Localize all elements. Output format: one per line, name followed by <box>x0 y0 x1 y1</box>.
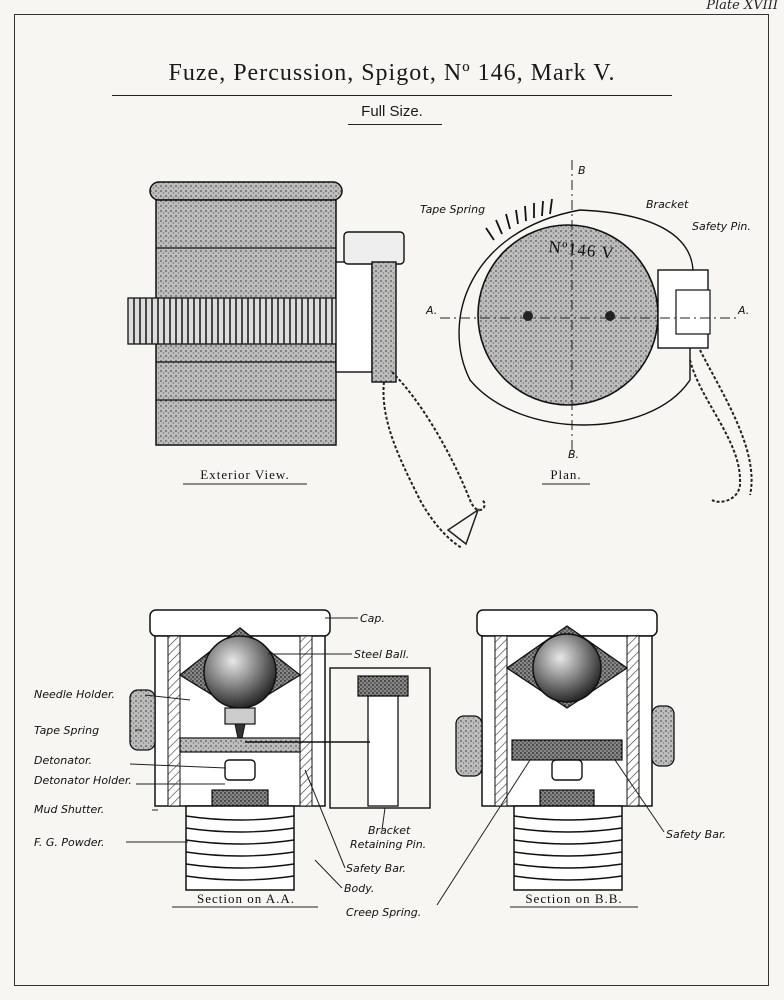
label-steel-ball: Steel Ball. <box>354 648 409 661</box>
plan-label-a-left: A. <box>425 304 437 317</box>
plan-label-safety-pin: Safety Pin. <box>692 220 751 233</box>
plan-outer-bracket <box>458 209 694 426</box>
section-aa-steel-ball <box>203 635 277 709</box>
label-detonator: Detonator. <box>34 754 92 767</box>
exterior-bracket <box>343 231 405 265</box>
plan-label-b-bottom: B. <box>568 448 579 461</box>
label-retaining-pin: Retaining Pin. <box>350 838 426 851</box>
exterior-view: Exterior View. <box>127 181 486 549</box>
plan-label-tape-spring: Tape Spring <box>420 203 485 216</box>
subtitle-underline <box>348 124 442 125</box>
section-bb-steel-ball <box>532 633 602 703</box>
exterior-tape-spring <box>127 297 353 345</box>
label-body: Body. <box>344 882 374 895</box>
exterior-safety-pin <box>371 261 397 383</box>
label-safety-bar-bb: Safety Bar. <box>666 828 726 841</box>
label-creep-spring: Creep Spring. <box>346 906 421 919</box>
label-fg-powder: F. G. Powder. <box>34 836 105 849</box>
label-needle-holder: Needle Holder. <box>34 688 115 701</box>
title-underline <box>112 95 672 96</box>
diagram-title: Fuze, Percussion, Spigot, Nº 146, Mark V… <box>168 60 616 86</box>
section-aa: Cap. Steel Ball. Needle Holder. Tape Spr… <box>34 609 431 908</box>
plan-view: Nº146 V Tape Spring Bracket Safety Pin. … <box>420 160 753 503</box>
plate-border <box>14 14 769 986</box>
label-cap: Cap. <box>360 612 385 625</box>
plan-label-bracket: Bracket <box>646 198 689 211</box>
section-bb: Safety Bar. Creep Spring. Section on B.B… <box>346 609 726 919</box>
label-bracket: Bracket <box>368 824 411 837</box>
caption-section-aa: Section on A.A. <box>197 891 295 906</box>
caption-section-bb: Section on B.B. <box>525 891 622 906</box>
label-safety-bar-aa: Safety Bar. <box>346 862 406 875</box>
exterior-cap <box>149 181 343 201</box>
diagram-subtitle: Full Size. <box>361 103 423 120</box>
caption-exterior-view: Exterior View. <box>200 467 289 482</box>
label-mud-shutter: Mud Shutter. <box>34 803 104 816</box>
label-detonator-holder: Detonator Holder. <box>34 774 132 787</box>
plate-number: Plate XVIII <box>706 0 778 13</box>
caption-plan: Plan. <box>550 467 581 482</box>
label-tape-spring: Tape Spring <box>34 724 99 737</box>
plan-label-a-right: A. <box>737 304 749 317</box>
plan-label-b-top: B <box>578 164 586 177</box>
